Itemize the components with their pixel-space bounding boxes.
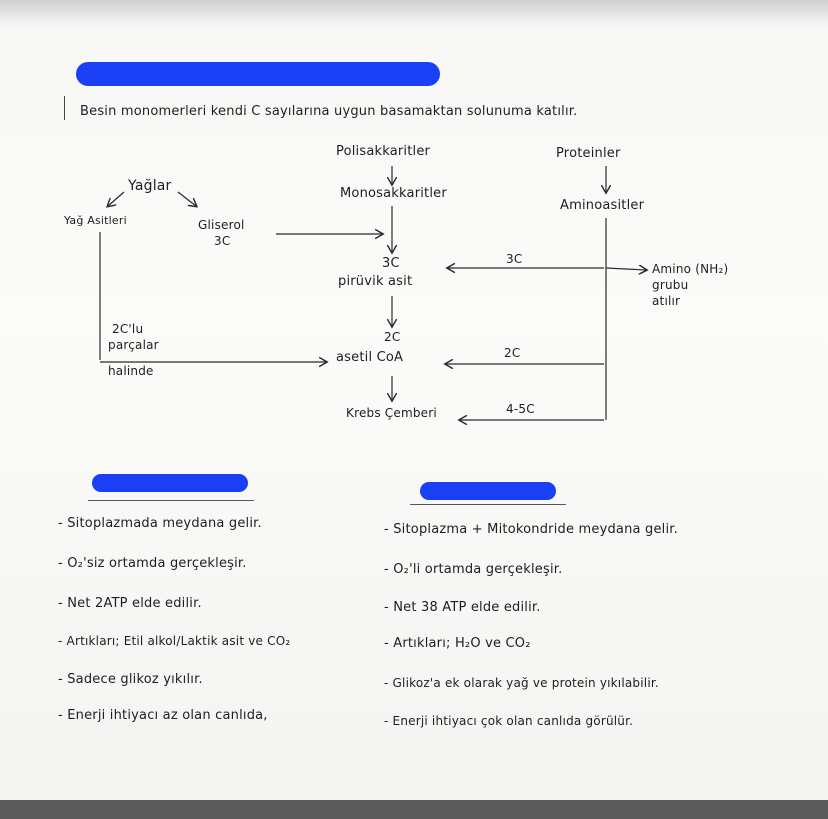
label-parcalar-1: 2C'lu [112,322,144,336]
notebook-page: Besin monomerleri kendi C sayılarına uyg… [0,0,828,800]
label-piruvik-c: 3C [382,256,400,271]
left-heading-underline [88,500,254,501]
label-piruvik: pirüvik asit [338,274,413,289]
label-amino-to-piruvik: 3C [506,252,523,266]
label-gliserol-c: 3C [214,234,231,248]
page-top-shadow [0,0,828,30]
label-gliserol: Gliserol [198,218,245,232]
left-list-item: - Net 2ATP elde edilir. [58,596,202,611]
label-amino-grubu-3: atılır [652,294,681,308]
label-yaglar: Yağlar [128,178,172,194]
left-list-item: - Sadece glikoz yıkılır. [58,672,203,687]
right-heading-underline [410,504,566,505]
right-list-item: - Artıkları; H₂O ve CO₂ [384,636,531,651]
margin-line [64,96,65,120]
left-list-item: - O₂'siz ortamda gerçekleşir. [58,556,247,571]
label-polisakkaritler: Polisakkaritler [336,144,431,159]
right-list-item: - Net 38 ATP elde edilir. [384,600,541,615]
label-asetil-c: 2C [384,330,401,344]
redacted-left-heading [92,474,248,492]
right-list-item: - Sitoplazma + Mitokondride meydana geli… [384,522,678,537]
label-amino-grubu-2: grubu [652,278,689,292]
label-yag-asitleri: Yağ Asitleri [64,214,127,227]
arrow-amino-nh2 [605,268,646,270]
arrow-yag-yagasit [108,191,125,206]
label-parcalar-2: parçalar [108,338,159,352]
redacted-right-heading [420,482,556,500]
label-parcalar-3: halinde [108,364,154,378]
left-list-item: - Artıkları; Etil alkol/Laktik asit ve C… [58,634,291,648]
label-krebs: Krebs Çemberi [346,406,437,420]
metabolism-diagram [99,166,828,800]
label-amino-grubu-1: Amino (NH₂) [652,262,729,276]
label-monosakkaritler: Monosakkaritler [340,186,447,201]
redacted-title [76,62,440,86]
left-list-item: - Enerji ihtiyacı az olan canlıda, [58,708,268,723]
intro-text: Besin monomerleri kendi C sayılarına uyg… [80,104,578,119]
label-amino-to-asetil: 2C [504,346,521,360]
left-list-item: - Sitoplazmada meydana gelir. [58,516,262,531]
right-list-item: - O₂'li ortamda gerçekleşir. [384,562,563,577]
right-list-item: - Glikoz'a ek olarak yağ ve protein yıkı… [384,676,659,690]
right-list-item: - Enerji ihtiyacı çok olan canlıda görül… [384,714,634,728]
label-proteinler: Proteinler [556,146,621,161]
label-aminoasitler: Aminoasitler [560,198,645,213]
label-amino-to-krebs: 4-5C [506,402,535,416]
label-asetil: asetil CoA [336,350,404,365]
arrow-yag-gliserol [177,191,196,206]
